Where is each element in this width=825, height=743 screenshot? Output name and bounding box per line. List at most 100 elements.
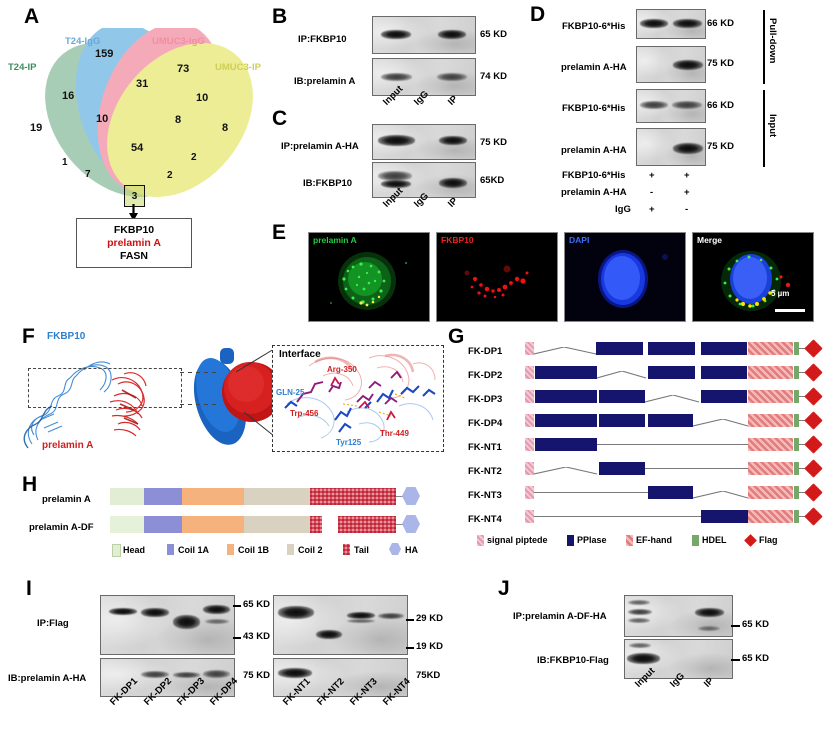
gene-prelamin-a: prelamin A bbox=[107, 237, 161, 249]
venn-count-highlight: 3 bbox=[131, 190, 138, 202]
residue-label-thr449: Thr-449 bbox=[380, 429, 409, 438]
legend-label-tail: Tail bbox=[354, 545, 369, 555]
blot-row-label: FKBP10-6*His bbox=[562, 103, 626, 114]
if-title-merge: Merge bbox=[697, 235, 723, 245]
condition-value: + bbox=[684, 170, 690, 181]
panel-label-b: B bbox=[272, 5, 288, 28]
legend-swatch-coil-2 bbox=[287, 544, 294, 555]
blot-mw-label: 74 KD bbox=[480, 71, 507, 82]
blot-mw-label: 65 KD bbox=[243, 599, 270, 610]
gene-fasn: FASN bbox=[119, 250, 148, 262]
construct-name-fk-nt2: FK-NT2 bbox=[468, 466, 502, 477]
legend-label-ef-hand: EF-hand bbox=[636, 535, 672, 545]
gene-fkbp10: FKBP10 bbox=[113, 224, 155, 236]
structure-zoom-box bbox=[28, 368, 182, 408]
i-row-label-ip-flag: IP:Flag bbox=[37, 618, 69, 629]
inset-title: Interface bbox=[279, 349, 321, 360]
legend-swatch-signal-peptide bbox=[477, 535, 484, 546]
panel-label-g: G bbox=[448, 325, 465, 348]
blot-i-left-bottom bbox=[100, 658, 235, 697]
blot-mw-label: 65KD bbox=[480, 175, 505, 186]
mw-tick bbox=[233, 605, 241, 607]
panel-label-h: H bbox=[22, 473, 38, 496]
blot-mw-label: 75 KD bbox=[243, 670, 270, 681]
blot-row-label: IP:prelamin A-HA bbox=[281, 141, 359, 152]
if-image-merge: Merge 5 µm bbox=[692, 232, 814, 322]
blot-b-top bbox=[372, 16, 476, 54]
blot-mw-label: 66 KD bbox=[707, 18, 734, 29]
blot-row-label: prelamin A-HA bbox=[561, 145, 627, 156]
blot-mw-label: 75 KD bbox=[707, 141, 734, 152]
condition-label: IgG bbox=[615, 204, 631, 215]
venn-count: 19 bbox=[30, 122, 43, 134]
blot-i-right-bottom bbox=[273, 658, 408, 697]
j-row-label-ip: IP:prelamin A-DF-HA bbox=[513, 611, 607, 622]
condition-value: - bbox=[685, 204, 689, 215]
interface-inset: Interface Arg-350 GLN-25 Trp-456 Thr-449… bbox=[272, 345, 444, 452]
if-title-dapi: DAPI bbox=[569, 235, 590, 245]
panel-label-j: J bbox=[498, 577, 510, 600]
construct-name-fk-nt4: FK-NT4 bbox=[468, 514, 502, 525]
group-bracket-input bbox=[763, 90, 765, 167]
blot-mw-label: 65 KD bbox=[480, 29, 507, 40]
legend-label-ha: HA bbox=[405, 545, 418, 555]
blot-mw-label: 75 KD bbox=[480, 137, 507, 148]
residue-label-arg350: Arg-350 bbox=[327, 365, 357, 374]
panel-label-i: I bbox=[26, 577, 32, 600]
legend-swatch-coil-1b bbox=[227, 544, 234, 555]
condition-value: - bbox=[650, 187, 654, 198]
j-row-label-ib: IB:FKBP10-Flag bbox=[537, 655, 609, 666]
h-row-label-prelamin-a-df: prelamin A-DF bbox=[29, 522, 94, 533]
structure-label-fkbp10: FKBP10 bbox=[47, 331, 86, 342]
legend-label-head: Head bbox=[123, 545, 146, 555]
venn-count: 2 bbox=[191, 152, 197, 163]
legend-swatch-head bbox=[112, 544, 121, 557]
mw-tick bbox=[731, 659, 740, 661]
venn-count: 16 bbox=[62, 90, 75, 102]
if-image-fkbp10: FKBP10 bbox=[436, 232, 558, 322]
h-row-label-prelamin-a: prelamin A bbox=[42, 494, 91, 505]
blot-mw-label: 19 KD bbox=[416, 641, 443, 652]
blot-mw-label: 75 KD bbox=[707, 58, 734, 69]
blot-row-label: IB:prelamin A bbox=[294, 76, 356, 87]
legend-label-coil-1a: Coil 1A bbox=[178, 545, 210, 555]
construct-name-fk-dp1: FK-DP1 bbox=[468, 346, 503, 357]
panel-label-d: D bbox=[530, 3, 546, 26]
venn-set-label-umuc3-ip: UMUC3-IP bbox=[215, 62, 261, 73]
condition-label: prelamin A-HA bbox=[561, 187, 627, 198]
venn-count: 2 bbox=[167, 170, 173, 181]
panel-label-a: A bbox=[24, 5, 40, 28]
blot-mw-label: 29 KD bbox=[416, 613, 443, 624]
construct-name-fk-nt1: FK-NT1 bbox=[468, 442, 502, 453]
legend-label-pplase: PPlase bbox=[577, 535, 607, 545]
group-bracket-pulldown bbox=[763, 10, 765, 84]
blot-mw-label: 66 KD bbox=[707, 100, 734, 111]
structure-ribbon bbox=[23, 361, 147, 449]
mw-tick bbox=[731, 625, 740, 627]
mw-tick bbox=[406, 619, 414, 621]
zoom-connector bbox=[236, 348, 275, 437]
group-label-input: Input bbox=[767, 114, 778, 138]
h-track-prelamin-a-df bbox=[110, 515, 420, 533]
structure-surface bbox=[193, 348, 282, 445]
blot-row-label: FKBP10-6*His bbox=[562, 21, 626, 32]
blot-c-top bbox=[372, 124, 476, 160]
legend-swatch-flag bbox=[744, 534, 757, 547]
residue-label-gln25: GLN-25 bbox=[276, 388, 305, 397]
construct-track-fk-dp3 bbox=[525, 387, 823, 406]
condition-label: FKBP10-6*His bbox=[562, 170, 626, 181]
venn-count: 73 bbox=[177, 63, 190, 75]
panel-label-e: E bbox=[272, 221, 287, 244]
blot-d-row1 bbox=[636, 9, 706, 39]
blot-j-bottom bbox=[624, 639, 733, 679]
venn-count: 10 bbox=[196, 92, 209, 104]
mw-tick bbox=[233, 637, 241, 639]
construct-track-fk-dp1 bbox=[525, 339, 823, 358]
legend-label-coil-2: Coil 2 bbox=[298, 545, 323, 555]
venn-count: 10 bbox=[96, 113, 109, 125]
blot-b-bottom bbox=[372, 58, 476, 96]
scale-bar-label: 5 µm bbox=[771, 289, 790, 298]
legend-swatch-coil-1a bbox=[167, 544, 174, 555]
mw-tick bbox=[406, 647, 414, 649]
legend-label-hdel: HDEL bbox=[702, 535, 727, 545]
